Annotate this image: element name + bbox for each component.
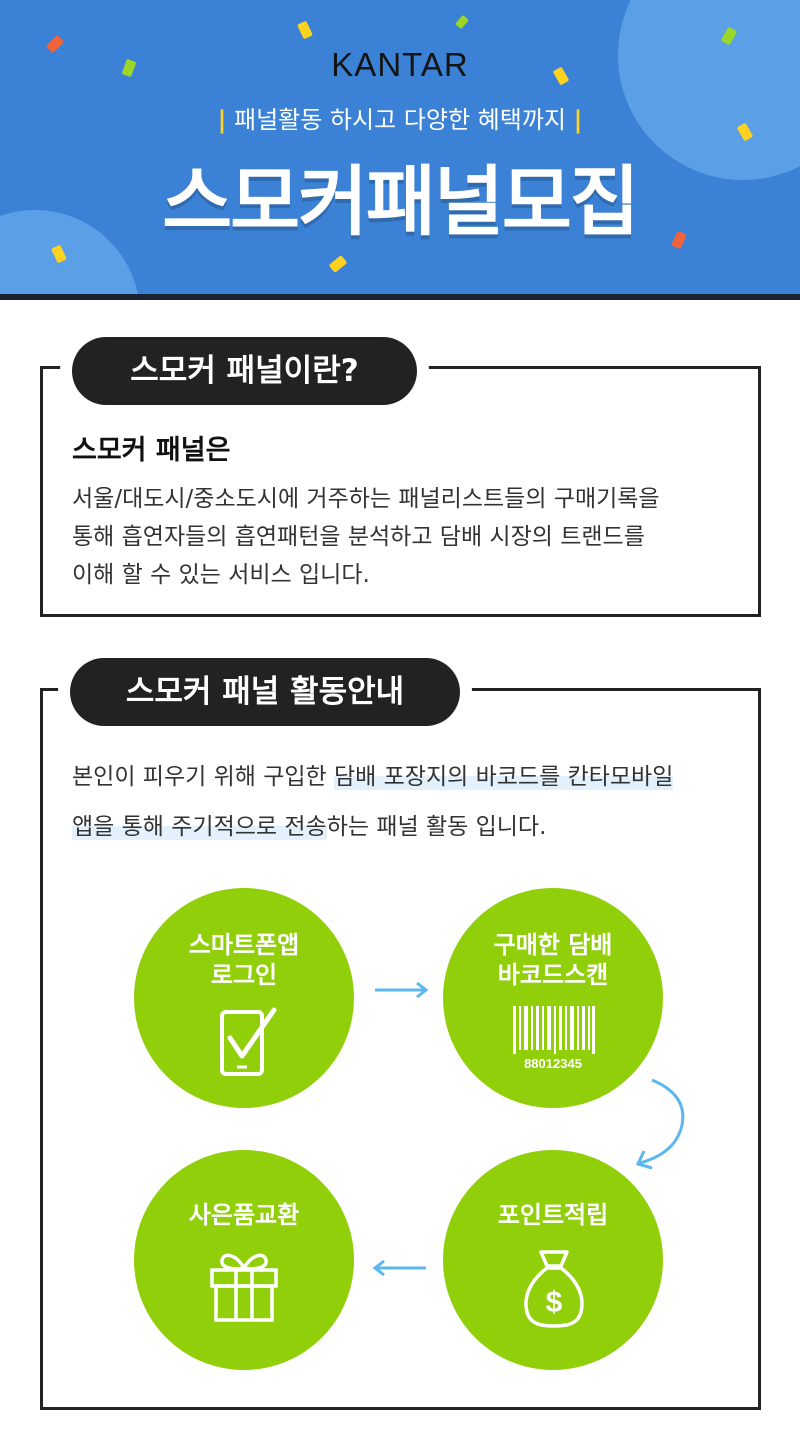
step-label-line: 로그인 [210,961,278,989]
about-heading: 스모커 패널은 [72,435,231,466]
section-title-activity: 스모커 패널 활동안내 [70,658,460,726]
activity-line: 앱을 통해 주기적으로 전송하는 패널 활동 입니다. [72,802,752,852]
confetti-icon [328,255,348,273]
section-title-about: 스모커 패널이란? [72,337,417,405]
gift-box-icon [210,1253,278,1322]
about-line: 통해 흡연자들의 흡연패턴을 분석하고 담배 시장의 트랜드를 [72,524,645,550]
subtitle-divider: | [573,106,583,134]
smartphone-check-icon [220,1007,277,1076]
activity-text: 본인이 피우기 위해 구입한 [72,764,335,790]
step-gift-exchange: 사은품교환 [134,1150,354,1370]
activity-highlight: 담배 포장지의 바코드를 칸타모바일 [334,764,674,790]
about-line: 서울/대도시/중소도시에 거주하는 패널리스트들의 구매기록을 [72,486,660,512]
step-label: 포인트적립 [443,1200,663,1230]
subtitle-text: 패널활동 하시고 다양한 혜택까지 [233,106,566,134]
barcode-number: 88012345 [524,1056,582,1071]
page-title: 스모커패널모집 [162,157,639,246]
step-earn-points: 포인트적립 $ [443,1150,663,1370]
banner-divider [0,294,800,300]
barcode-icon [513,1006,595,1054]
step-label-line: 구매한 담배 [493,931,613,959]
step-label: 스마트폰앱 로그인 [134,930,354,990]
banner-subtitle: | 패널활동 하시고 다양한 혜택까지 | [0,100,800,135]
about-panel-box [40,366,761,617]
step-login: 스마트폰앱 로그인 [134,888,354,1108]
kantar-logo: KANTAR [331,46,469,83]
step-label-line: 포인트적립 [497,1201,609,1229]
step-label-line: 바코드스캔 [497,961,609,989]
confetti-icon [455,14,469,30]
about-description: 서울/대도시/중소도시에 거주하는 패널리스트들의 구매기록을 통해 흡연자들의… [72,480,752,594]
money-bag-icon: $ [524,1250,584,1328]
activity-description: 본인이 피우기 위해 구입한 담배 포장지의 바코드를 칸타모바일 앱을 통해 … [72,752,752,852]
step-barcode-scan: 구매한 담배 바코드스캔 88012345 [443,888,663,1108]
step-label: 사은품교환 [134,1200,354,1230]
arrow-curve-down-icon [635,1078,685,1170]
about-line: 이해 할 수 있는 서비스 입니다. [72,562,370,588]
arrow-left-icon [372,1259,426,1277]
subtitle-divider: | [217,106,227,134]
step-label: 구매한 담배 바코드스캔 [443,930,663,990]
activity-highlight: 앱을 통해 주기적으로 전송 [72,814,327,840]
header-banner: KANTAR | 패널활동 하시고 다양한 혜택까지 | 스모커패널모집 [0,0,800,300]
confetti-icon [297,20,313,40]
activity-line: 본인이 피우기 위해 구입한 담배 포장지의 바코드를 칸타모바일 [72,752,752,802]
step-label-line: 스마트폰앱 [188,931,300,959]
arrow-right-icon [375,981,429,999]
activity-text: 하는 패널 활동 입니다. [326,814,547,840]
svg-text:$: $ [546,1286,563,1319]
step-label-line: 사은품교환 [188,1201,300,1229]
